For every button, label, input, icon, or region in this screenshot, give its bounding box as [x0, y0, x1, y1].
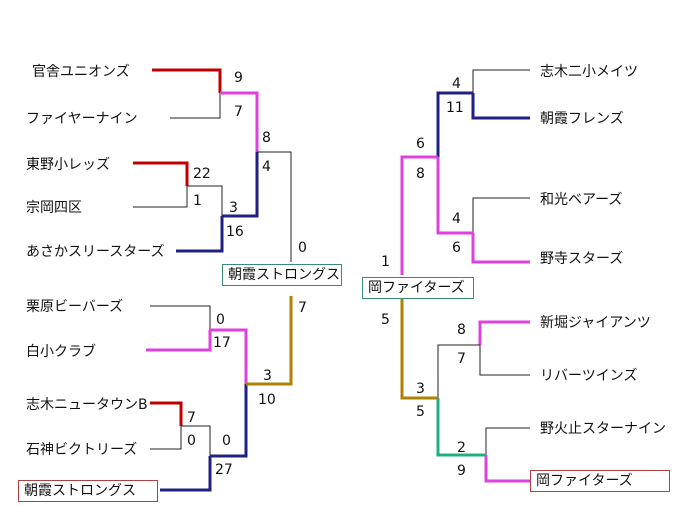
line-higashino-adv	[187, 185, 223, 216]
team-label: 志木二小メイツ	[540, 64, 638, 80]
team-label: 朝霞フレンズ	[540, 111, 624, 127]
team-label: 野寺スターズ	[540, 251, 624, 267]
line-shikint-adv	[181, 425, 211, 456]
score: 5	[416, 404, 425, 420]
team-label: 石神ビクトリーズ	[26, 442, 138, 458]
score: 16	[226, 224, 244, 240]
score: 8	[262, 130, 271, 146]
score: 4	[262, 159, 271, 175]
team-label: 宗岡四区	[26, 200, 82, 216]
score: 0	[298, 240, 307, 256]
line-ishigami	[150, 426, 182, 450]
semifinal-winner-box-left: 朝霞ストロングス	[222, 264, 342, 286]
team-label: 野火止スターナイン	[540, 421, 666, 437]
line-kansha-adv	[220, 91, 259, 152]
score: 7	[234, 104, 243, 120]
line-fire	[170, 93, 221, 119]
line-asaka	[176, 216, 224, 253]
score: 10	[258, 392, 276, 408]
line-muneoka	[133, 186, 188, 208]
line-nodera-adv	[436, 157, 473, 235]
score: 3	[229, 200, 238, 216]
score: 11	[446, 100, 464, 116]
score: 6	[452, 240, 461, 256]
line-shikint	[150, 401, 183, 426]
line-semi-top-left	[257, 151, 292, 262]
score: 7	[298, 300, 307, 316]
score: 4	[452, 211, 461, 227]
score: 8	[457, 322, 466, 338]
team-label: 和光ベアーズ	[540, 192, 623, 208]
team-label: あさかスリースターズ	[26, 244, 165, 260]
score: 7	[187, 410, 196, 426]
score: 3	[263, 368, 272, 384]
line-friends-adv	[436, 91, 473, 157]
team-label: 東野小レッズ	[26, 157, 110, 173]
line-oka-adv	[436, 398, 486, 457]
score: 3	[416, 381, 425, 397]
line-asaka-strongs-adv	[210, 384, 248, 458]
line-river	[479, 345, 530, 376]
line-asaka-strongs	[160, 456, 212, 492]
team-label: 栗原ビーバーズ	[26, 299, 124, 315]
line-kansha	[152, 68, 222, 93]
score: 22	[193, 166, 211, 182]
team-label: ファイヤーナイン	[26, 111, 138, 127]
team-label: 白小クラブ	[26, 344, 96, 360]
score: 0	[216, 312, 225, 328]
score: 1	[193, 193, 202, 209]
line-nodera	[471, 233, 530, 264]
score: 6	[416, 136, 425, 152]
score: 8	[416, 166, 425, 182]
score: 7	[457, 351, 466, 367]
line-shiro	[146, 330, 212, 352]
score: 9	[457, 463, 466, 479]
score: 4	[452, 76, 461, 92]
team-label: リバーツインズ	[540, 368, 638, 384]
line-higashino	[133, 161, 189, 186]
line-niibori	[478, 320, 530, 345]
score: 0	[222, 433, 231, 449]
team-box: 朝霞ストロングス	[18, 480, 158, 502]
score: 9	[234, 70, 243, 86]
line-oka	[484, 455, 530, 483]
line-shiki2	[472, 69, 530, 93]
score: 17	[213, 335, 231, 351]
line-friends	[471, 93, 530, 120]
team-box: 岡ファイターズ	[530, 470, 670, 492]
team-label: 新堀ジャイアンツ	[540, 315, 651, 331]
line-niibori-adv	[437, 344, 480, 398]
team-label: 志木ニュータウンB	[26, 397, 148, 413]
score: 2	[457, 440, 466, 456]
line-nobidome	[485, 427, 530, 455]
score: 27	[215, 462, 233, 478]
line-asaka-adv	[222, 152, 259, 218]
line-semi-bottom-right	[400, 298, 438, 400]
score: 0	[187, 433, 196, 449]
line-shiro-adv	[210, 328, 248, 384]
team-label: 官舎ユニオンズ	[32, 64, 130, 80]
line-wako	[472, 197, 530, 233]
semifinal-winner-box-right: 岡ファイターズ	[362, 277, 474, 299]
score: 5	[381, 312, 390, 328]
score: 1	[381, 254, 390, 270]
line-semi-bottom-left	[246, 296, 293, 386]
line-kurihara	[150, 305, 211, 330]
line-semi-top-right	[400, 155, 438, 275]
